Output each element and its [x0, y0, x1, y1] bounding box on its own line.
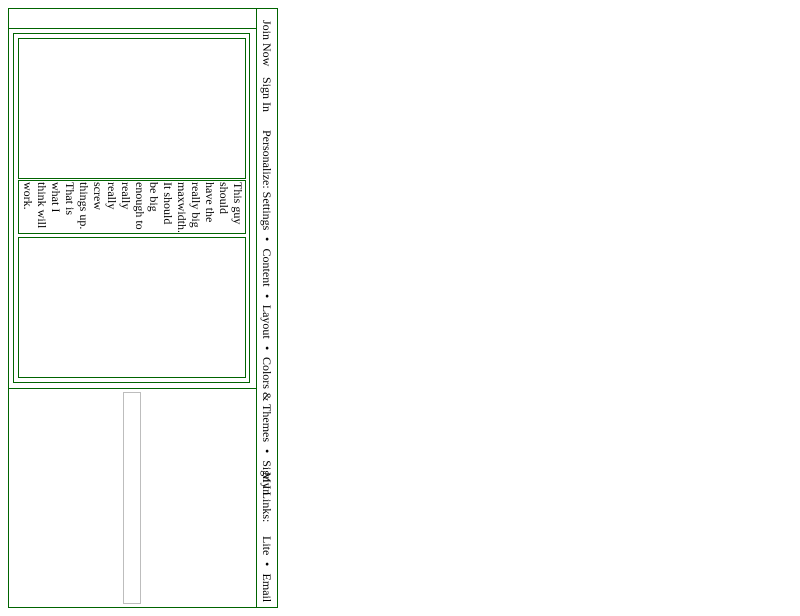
content-container: [13, 33, 250, 383]
body-line: should: [217, 182, 231, 215]
bullet-separator: •: [260, 237, 274, 242]
body-line: think will: [35, 182, 49, 229]
nav-column: [256, 8, 278, 608]
body-line: have the: [203, 182, 217, 223]
settings-link[interactable]: Settings: [260, 191, 274, 231]
body-text: This guy should have the really big maxw…: [19, 182, 245, 232]
body-line: be big: [147, 182, 161, 212]
bullet-separator: •: [260, 562, 274, 567]
body-line: really big: [189, 182, 203, 228]
content-panel-top: [18, 38, 246, 179]
scrollbar[interactable]: [123, 392, 141, 604]
email-link[interactable]: Email: [260, 573, 274, 603]
content-link[interactable]: Content: [260, 248, 274, 287]
body-line: enough to: [133, 182, 147, 230]
personalize-label: Personalize:: [260, 130, 274, 189]
body-line: really: [119, 182, 133, 210]
body-line: what I: [49, 182, 63, 213]
body-line: That is: [63, 182, 77, 215]
layout-link[interactable]: Layout: [260, 304, 274, 339]
colors-themes-link[interactable]: Colors & Themes: [260, 356, 274, 443]
lite-link[interactable]: Lite: [260, 536, 274, 556]
body-line: work.: [21, 182, 35, 210]
body-line: things up.: [77, 182, 91, 230]
bullet-separator: •: [260, 345, 274, 350]
body-line: screw: [91, 182, 105, 210]
body-line: This guy: [231, 182, 245, 225]
body-line: really: [105, 182, 119, 210]
content-panel-bottom: [18, 237, 246, 378]
my-links-label: My Links:: [260, 472, 274, 523]
bullet-separator: •: [260, 449, 274, 454]
sign-in-link-secondary[interactable]: Sign In: [260, 460, 274, 496]
personalize-menu: Personalize: Settings • Content • Layout…: [260, 130, 274, 496]
body-line: maxwidth.: [175, 182, 189, 232]
bullet-separator: •: [260, 293, 274, 298]
body-line: It should: [161, 182, 175, 225]
join-now-link[interactable]: Join Now: [260, 20, 274, 67]
my-links-menu: Lite • Email: [260, 536, 274, 603]
content-panel-middle: [18, 180, 246, 234]
header-strip: [8, 8, 257, 29]
sign-in-link[interactable]: Sign In: [260, 77, 274, 113]
